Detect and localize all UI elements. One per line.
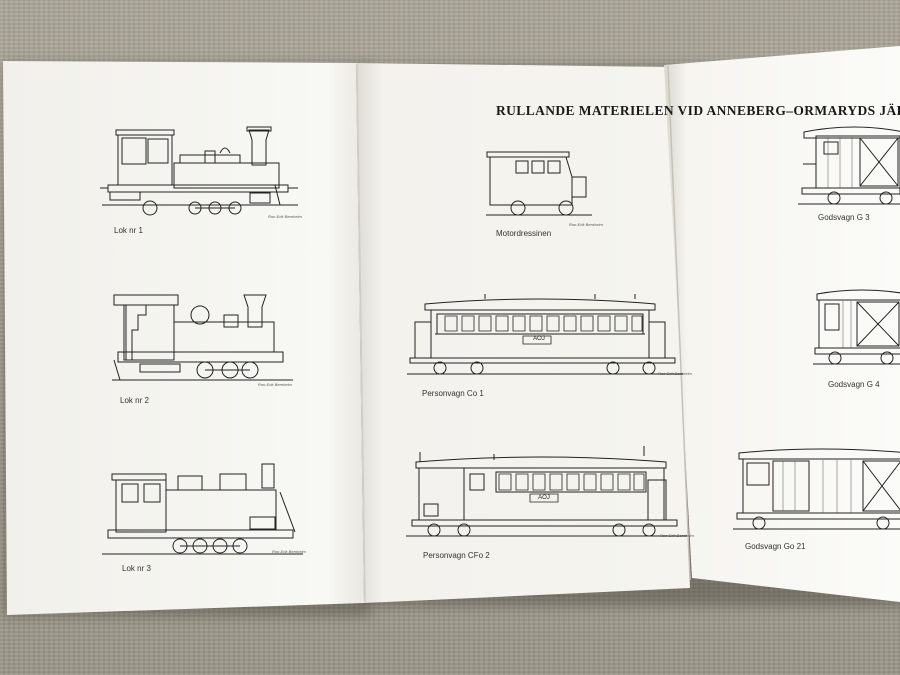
locomotive-2-signature: Ron-Erik Bernheim xyxy=(258,382,292,387)
freight-wagon-g3-drawing xyxy=(798,124,900,206)
locomotive-1-drawing xyxy=(100,125,300,220)
g4-caption: Godsvagn G 4 xyxy=(828,380,880,389)
locomotive-3-signature: Ron-Erik Bernheim xyxy=(272,549,306,554)
freight-wagon-g4-drawing xyxy=(813,290,900,370)
cfo2-caption: Personvagn CFo 2 xyxy=(423,551,490,560)
motor-trolley-signature: Ron-Erik Bernheim xyxy=(569,222,603,227)
g3-caption: Godsvagn G 3 xyxy=(818,213,870,222)
passenger-car-co1-drawing xyxy=(405,292,685,378)
passenger-car-cfo2-drawing xyxy=(404,444,689,540)
co1-windows xyxy=(445,316,642,331)
co1-caption: Personvagn Co 1 xyxy=(422,389,484,398)
co1-signature: Ron-Erik Bernheim xyxy=(658,371,692,376)
locomotive-1-caption: Lok nr 1 xyxy=(114,226,143,235)
cfo2-marking: AOJ xyxy=(538,495,550,501)
locomotive-2-drawing xyxy=(110,290,295,385)
document-title: RULLANDE MATERIELEN VID ANNEBERG–ORMARYD… xyxy=(496,103,900,118)
freight-wagon-go21-drawing xyxy=(733,447,900,532)
co1-marking: AOJ xyxy=(533,336,545,342)
motor-trolley-caption: Motordressinen xyxy=(496,229,552,238)
motor-trolley-drawing xyxy=(484,150,594,220)
locomotive-2-caption: Lok nr 2 xyxy=(120,396,149,405)
locomotive-3-caption: Lok nr 3 xyxy=(122,564,151,573)
go21-caption: Godsvagn Go 21 xyxy=(745,542,806,551)
cfo2-signature: Ron-Erik Bernheim xyxy=(660,533,694,538)
locomotive-1-signature: Ron-Erik Bernheim xyxy=(268,214,302,219)
locomotive-3-drawing xyxy=(100,462,305,557)
cfo2-windows xyxy=(499,474,644,490)
